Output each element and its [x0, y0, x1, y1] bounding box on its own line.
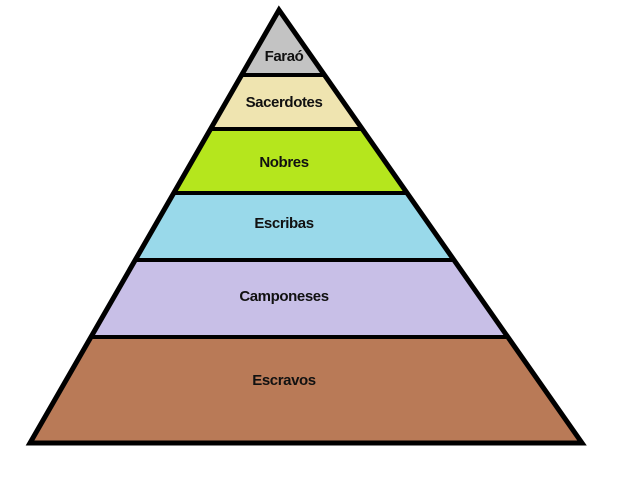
tier-6 — [30, 337, 582, 443]
tier-label-2: Sacerdotes — [246, 94, 323, 111]
tier-label-6: Escravos — [252, 372, 316, 389]
tier-2 — [210, 75, 363, 129]
tier-5 — [91, 260, 508, 337]
pyramid-tiers — [30, 10, 582, 443]
tier-label-5: Camponeses — [239, 288, 328, 305]
tier-1 — [241, 10, 325, 75]
pyramid-labels: FaraóSacerdotesNobresEscribasCamponesesE… — [239, 48, 329, 389]
tier-3 — [173, 129, 408, 193]
tier-label-3: Nobres — [259, 154, 308, 171]
pyramid-outline — [25, 5, 587, 446]
tier-4 — [135, 193, 454, 260]
tier-label-4: Escribas — [254, 215, 313, 232]
tier-label-1: Faraó — [265, 48, 304, 65]
